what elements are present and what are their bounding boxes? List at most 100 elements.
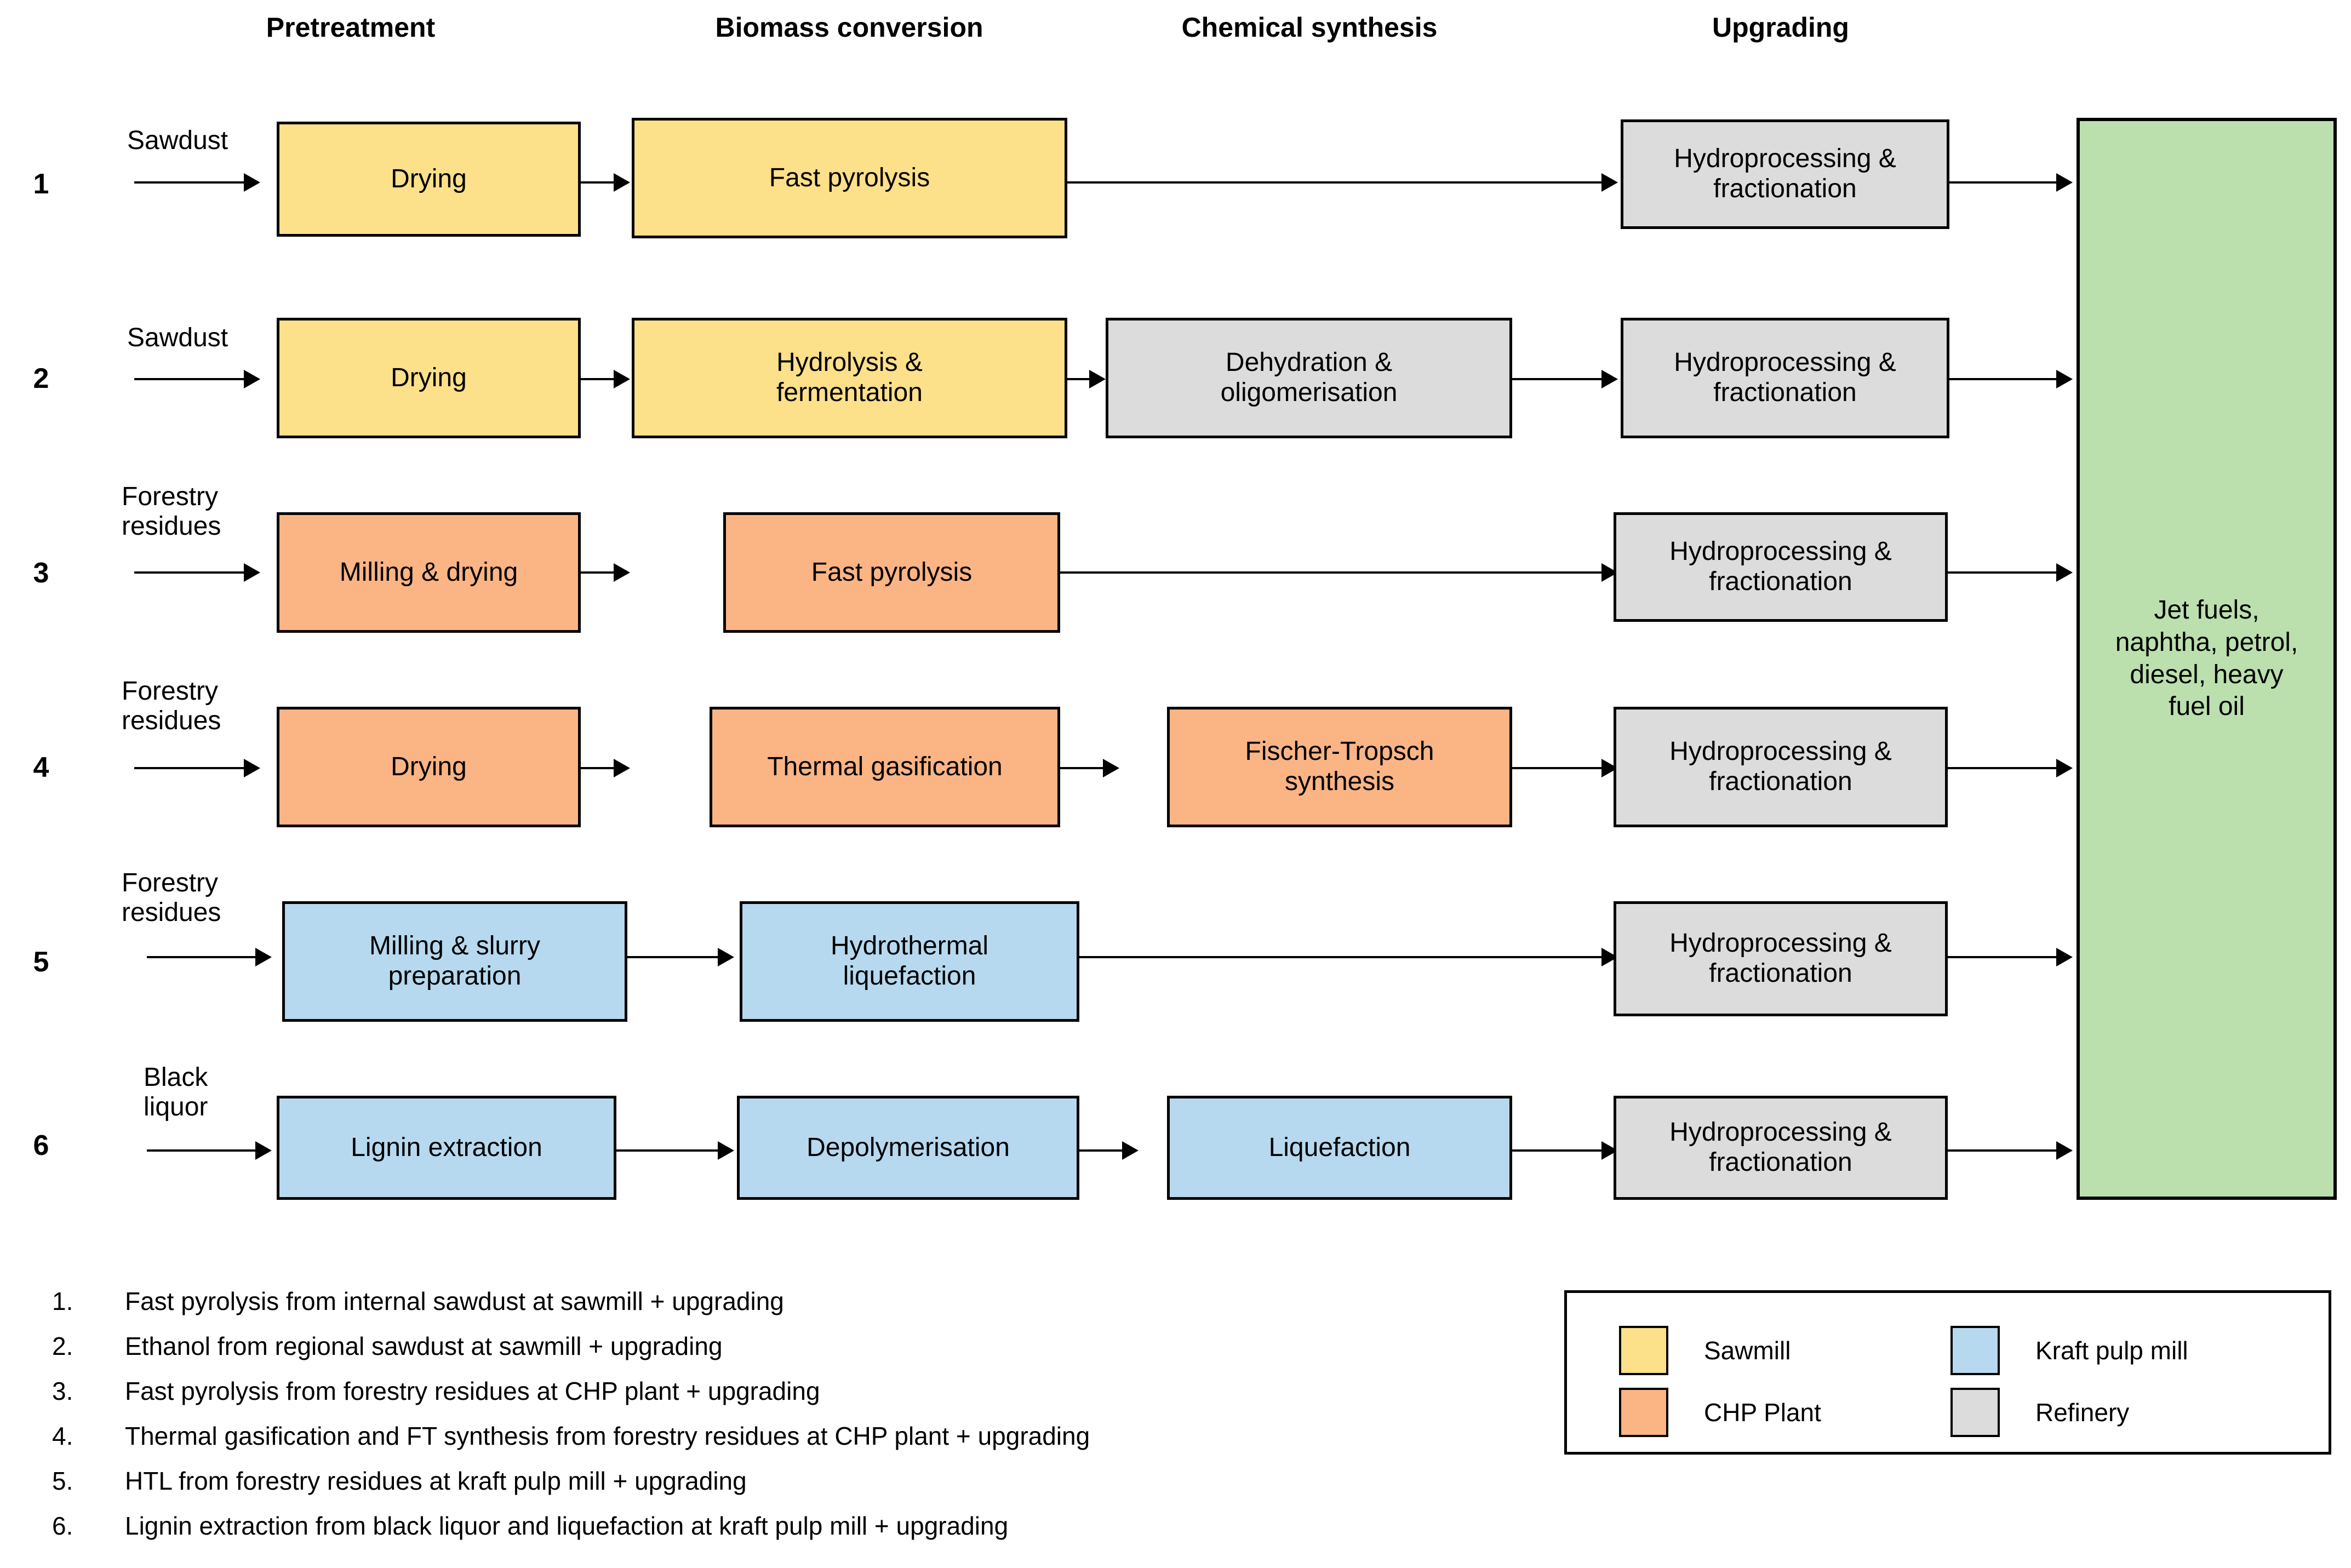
legend-swatch-refinery	[1950, 1388, 2000, 1437]
arrow-head-r6c4-product	[2056, 1141, 2073, 1160]
arrow-head-r4c2-c3	[1103, 759, 1119, 777]
process-box-r3c4[interactable]: Hydroprocessing & fractionation	[1614, 512, 1948, 622]
inlet-arrow-line-row-3	[134, 571, 244, 574]
note-number-3: 3.	[52, 1377, 73, 1405]
arrow-line-r3c4-product	[1948, 571, 2056, 574]
arrow-head-r6c2-c3	[1122, 1141, 1139, 1160]
arrow-head-r2c3-c4	[1601, 370, 1618, 388]
feedstock-label-row-3: Forestry residues	[122, 482, 221, 541]
process-box-r5c4[interactable]: Hydroprocessing & fractionation	[1614, 901, 1948, 1016]
row-number-5: 5	[33, 946, 49, 978]
legend-swatch-chp-plant	[1619, 1388, 1668, 1437]
arrow-head-r4c4-product	[2056, 759, 2073, 777]
process-box-label: Hydrolysis & fermentation	[776, 348, 923, 407]
process-box-label: Drying	[391, 164, 467, 193]
process-box-r4c1[interactable]: Drying	[277, 707, 581, 827]
process-box-r5c2[interactable]: Hydrothermal liquefaction	[740, 901, 1079, 1022]
process-box-r6c3[interactable]: Liquefaction	[1167, 1096, 1512, 1200]
column-header-chemical-synthesis: Chemical synthesis	[1181, 12, 1438, 43]
arrow-line-r6c4-product	[1948, 1149, 2056, 1152]
note-text-1: Fast pyrolysis from internal sawdust at …	[125, 1287, 784, 1315]
legend-label-chp-plant: CHP Plant	[1704, 1398, 1821, 1427]
process-box-r6c1[interactable]: Lignin extraction	[277, 1096, 616, 1200]
arrow-line-r2c1-c2	[581, 378, 614, 380]
arrow-head-r4c1-c2	[614, 759, 630, 777]
process-box-r1c1[interactable]: Drying	[277, 122, 581, 237]
feedstock-label-row-6: Black liquor	[144, 1063, 208, 1121]
arrow-line-r4c4-product	[1948, 767, 2056, 769]
arrow-head-r1c2-c4	[1601, 173, 1618, 192]
process-box-r2c1[interactable]: Drying	[277, 318, 581, 438]
note-text-3: Fast pyrolysis from forestry residues at…	[125, 1377, 820, 1405]
row-number-6: 6	[33, 1130, 49, 1161]
inlet-arrow-head-row-4	[244, 759, 260, 777]
row-number-1: 1	[33, 168, 49, 200]
column-header-biomass-conversion: Biomass conversion	[715, 12, 983, 43]
arrow-head-r6c1-c2	[718, 1141, 734, 1160]
process-box-r6c4[interactable]: Hydroprocessing & fractionation	[1614, 1096, 1948, 1200]
inlet-arrow-line-row-5	[147, 956, 255, 958]
arrow-line-r2c2-c3	[1067, 378, 1089, 380]
arrow-head-r1c4-product	[2056, 173, 2073, 192]
arrow-head-r2c2-c3	[1089, 370, 1106, 388]
arrow-line-r3c2-c4	[1060, 571, 1601, 574]
arrow-line-r4c3-c4	[1512, 767, 1601, 769]
inlet-arrow-line-row-6	[147, 1149, 255, 1152]
inlet-arrow-head-row-2	[244, 370, 260, 388]
process-box-r4c3[interactable]: Fischer-Tropsch synthesis	[1167, 707, 1512, 827]
process-box-label: Fast pyrolysis	[811, 557, 973, 587]
inlet-arrow-head-row-1	[244, 173, 260, 192]
process-box-r2c3[interactable]: Dehydration & oligomerisation	[1106, 318, 1512, 438]
process-box-label: Depolymerisation	[806, 1132, 1010, 1162]
product-output-box[interactable]: Jet fuels, naphtha, petrol, diesel, heav…	[2077, 118, 2337, 1200]
legend-panel	[1564, 1290, 2331, 1455]
arrow-line-r2c4-product	[1949, 378, 2056, 380]
process-box-label: Fischer-Tropsch synthesis	[1245, 737, 1434, 796]
process-box-label: Thermal gasification	[767, 752, 1003, 781]
arrow-head-r2c4-product	[2056, 370, 2073, 388]
arrow-line-r3c1-c2	[581, 571, 614, 574]
arrow-head-r3c1-c2	[614, 563, 630, 582]
arrow-line-r2c3-c4	[1512, 378, 1601, 380]
legend-swatch-sawmill	[1619, 1326, 1668, 1375]
process-box-r4c2[interactable]: Thermal gasification	[710, 707, 1060, 827]
row-number-3: 3	[33, 557, 49, 589]
arrow-head-r5c1-c2	[718, 948, 734, 966]
note-number-1: 1.	[52, 1287, 73, 1315]
process-box-label: Milling & slurry preparation	[369, 931, 541, 991]
process-box-label: Hydroprocessing & fractionation	[1669, 537, 1892, 596]
process-box-label: Fast pyrolysis	[769, 163, 930, 192]
process-box-r2c4[interactable]: Hydroprocessing & fractionation	[1621, 318, 1949, 438]
process-box-r6c2[interactable]: Depolymerisation	[737, 1096, 1079, 1200]
note-text-4: Thermal gasification and FT synthesis fr…	[125, 1422, 1090, 1450]
arrow-line-r1c4-product	[1949, 181, 2056, 184]
arrow-line-r5c4-product	[1948, 956, 2056, 958]
process-box-label: Milling & drying	[339, 557, 518, 587]
legend-label-sawmill: Sawmill	[1704, 1336, 1791, 1365]
note-number-6: 6.	[52, 1512, 73, 1540]
process-box-r2c2[interactable]: Hydrolysis & fermentation	[632, 318, 1067, 438]
process-box-r1c2[interactable]: Fast pyrolysis	[632, 118, 1067, 238]
process-box-r1c4[interactable]: Hydroprocessing & fractionation	[1621, 119, 1949, 229]
arrow-line-r6c1-c2	[616, 1149, 718, 1152]
process-box-r4c4[interactable]: Hydroprocessing & fractionation	[1614, 707, 1948, 827]
note-number-5: 5.	[52, 1467, 73, 1495]
process-box-label: Hydroprocessing & fractionation	[1669, 737, 1892, 796]
inlet-arrow-head-row-5	[255, 948, 272, 966]
process-box-label: Lignin extraction	[351, 1132, 542, 1162]
arrow-line-r6c3-c4	[1512, 1149, 1601, 1152]
process-box-label: Dehydration & oligomerisation	[1220, 348, 1398, 407]
process-box-r3c1[interactable]: Milling & drying	[277, 512, 581, 633]
process-box-r3c2[interactable]: Fast pyrolysis	[723, 512, 1060, 633]
arrow-line-r6c2-c3	[1079, 1149, 1122, 1152]
process-box-label: Hydrothermal liquefaction	[830, 931, 989, 991]
process-box-label: Drying	[391, 752, 467, 781]
process-box-label: Drying	[391, 363, 467, 392]
arrow-line-r1c2-c4	[1067, 181, 1601, 184]
feedstock-label-row-1: Sawdust	[127, 126, 228, 155]
note-number-4: 4.	[52, 1422, 73, 1450]
process-box-r5c1[interactable]: Milling & slurry preparation	[282, 901, 627, 1022]
row-number-2: 2	[33, 363, 49, 394]
feedstock-label-row-2: Sawdust	[127, 323, 228, 352]
legend-swatch-kraft-pulp-mill	[1950, 1326, 2000, 1375]
